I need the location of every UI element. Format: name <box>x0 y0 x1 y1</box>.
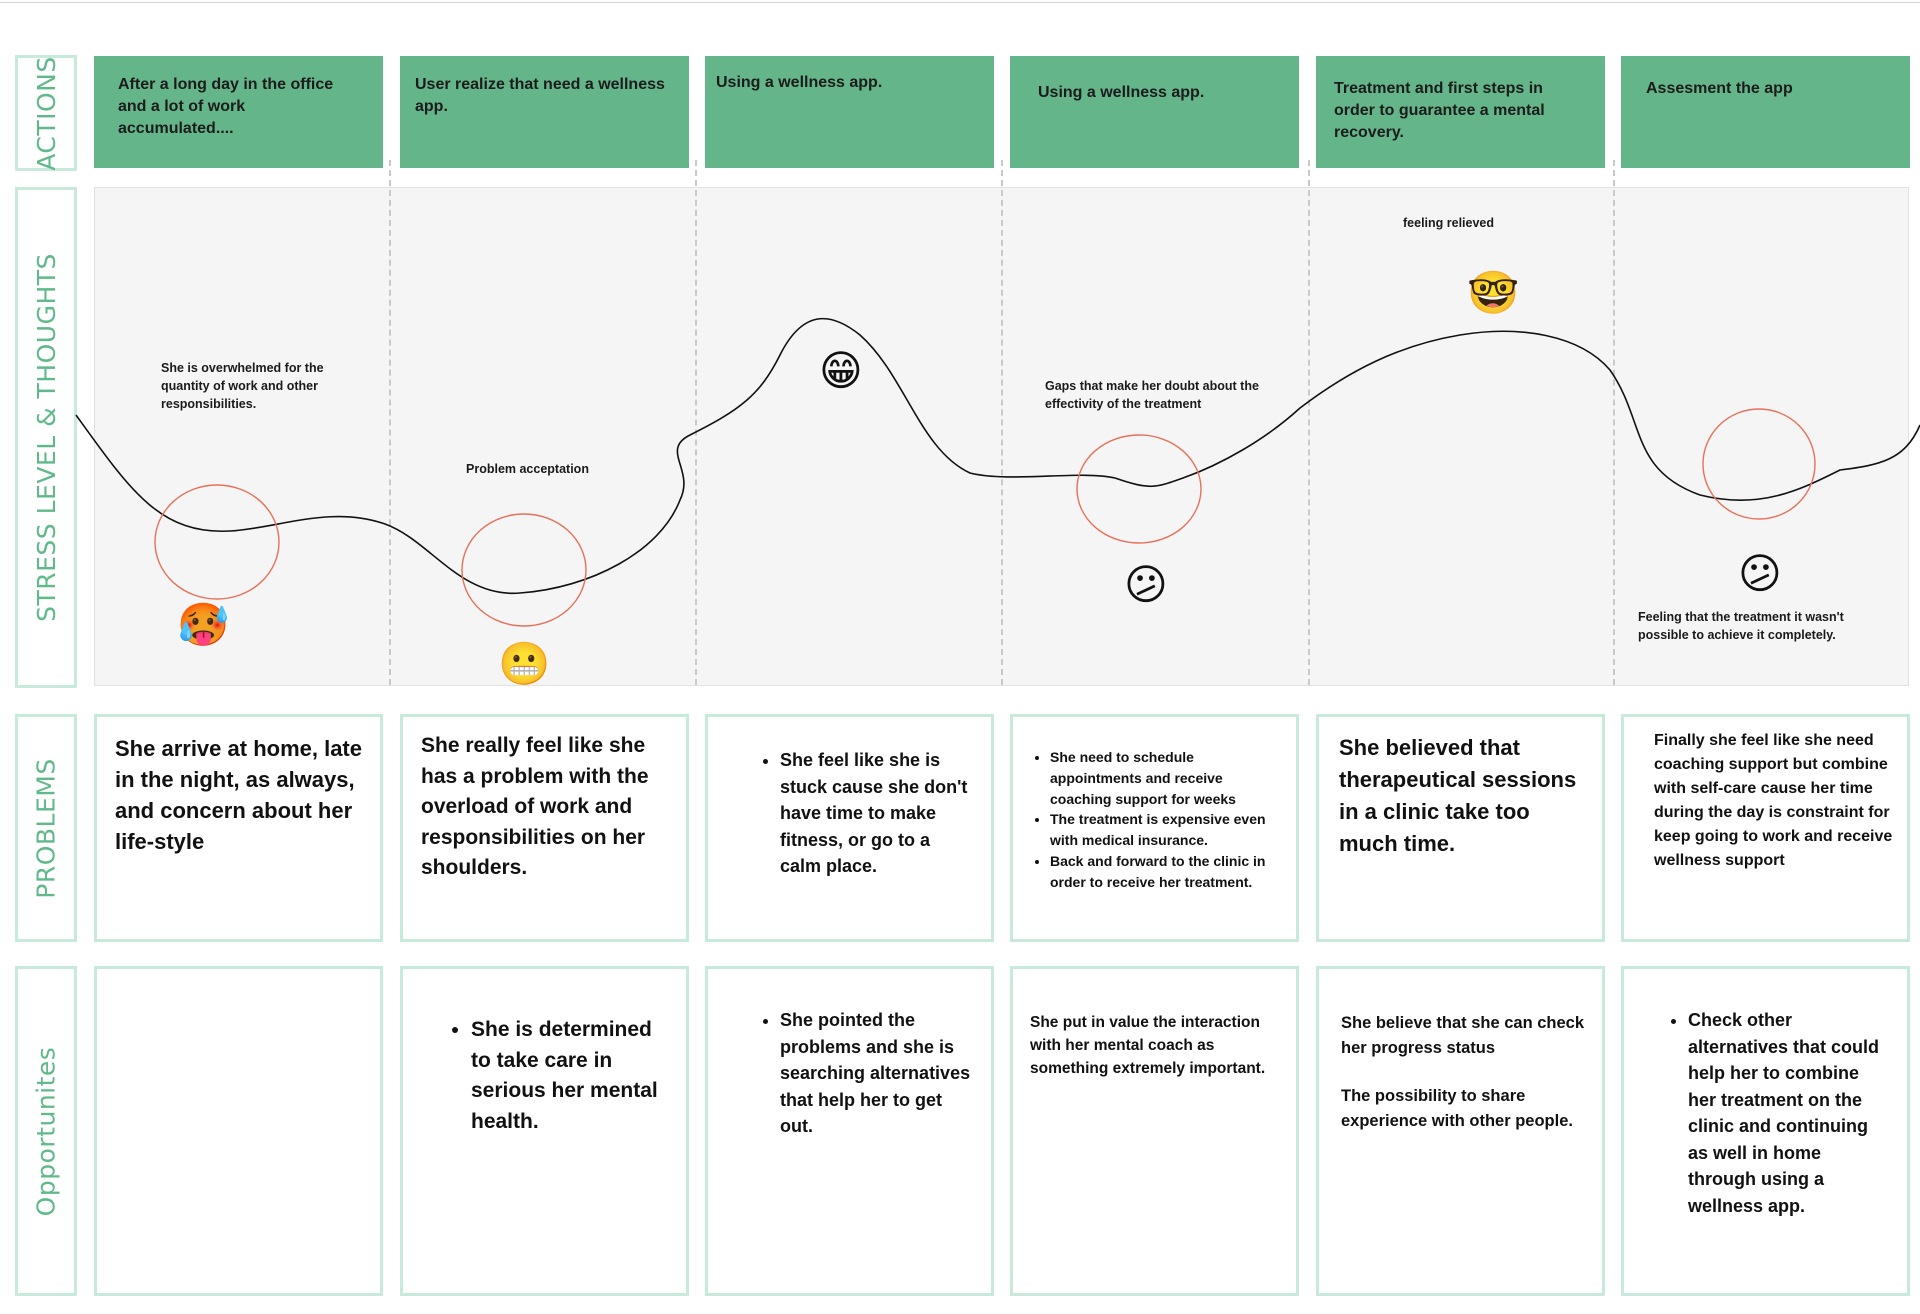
thought-4: feeling relieved <box>1403 216 1495 230</box>
action-card-2: User realize that need a wellness app. <box>400 56 689 168</box>
thought-2: Problem acceptation <box>466 462 589 476</box>
action-card-3: Using a wellness app. <box>705 56 994 168</box>
thought-1: She is overwhelmed for the quantity of w… <box>161 361 324 411</box>
problem-item: She need to schedule appointments and re… <box>1050 747 1286 809</box>
problem-text-1: She arrive at home, late in the night, a… <box>115 736 362 854</box>
nerd-face-icon: 🤓 <box>1467 268 1520 317</box>
opportunity-list-6: Check other alternatives that could help… <box>1664 1007 1887 1219</box>
opportunity-text-5b: The possibility to share experience with… <box>1341 1087 1573 1130</box>
opportunity-text-4: She put in value the interaction with he… <box>1030 1014 1266 1077</box>
stage-divider-2 <box>695 160 697 685</box>
row-label-problems-text: PROBLEMS <box>31 757 61 899</box>
stage-divider-5 <box>1613 160 1615 685</box>
opportunity-card-1 <box>94 966 383 1296</box>
problem-card-3: She feel like she is stuck cause she don… <box>705 714 994 942</box>
opportunity-card-5: She believe that she can check her progr… <box>1316 966 1605 1296</box>
problem-card-5: She believed that therapeutical sessions… <box>1316 714 1605 942</box>
action-card-1: After a long day in the office and a lot… <box>94 56 383 168</box>
action-card-5: Treatment and first steps in order to gu… <box>1316 56 1605 168</box>
stage-divider-3 <box>1001 160 1003 685</box>
problem-text-6: Finally she feel like she need coaching … <box>1654 732 1893 869</box>
row-label-actions-text: ACTIONS <box>31 55 61 171</box>
opportunity-item: She is determined to take care in seriou… <box>471 1015 666 1137</box>
problem-card-6: Finally she feel like she need coaching … <box>1621 714 1910 942</box>
problem-list-4: She need to schedule appointments and re… <box>1035 747 1286 893</box>
problem-card-1: She arrive at home, late in the night, a… <box>94 714 383 942</box>
grinning-face-icon: 😁 <box>819 346 863 395</box>
top-rule <box>0 2 1920 3</box>
opportunity-list-2: She is determined to take care in seriou… <box>447 1015 666 1137</box>
row-label-problems: PROBLEMS <box>15 714 77 942</box>
stage-divider-1 <box>389 160 391 685</box>
row-label-stress: STRESS LEVEL & THOUGHTS <box>15 187 77 688</box>
confused-face-icon: 😕 <box>1124 560 1168 609</box>
opportunity-item: She pointed the problems and she is sear… <box>780 1007 971 1140</box>
confused-face-icon: 😕 <box>1738 549 1782 598</box>
row-label-stress-text: STRESS LEVEL & THOUGHTS <box>31 253 61 622</box>
action-card-6: Assesment the app <box>1621 56 1910 168</box>
problem-card-4: She need to schedule appointments and re… <box>1010 714 1299 942</box>
problem-card-2: She really feel like she has a problem w… <box>400 714 689 942</box>
grimacing-face-icon: 😬 <box>498 639 551 688</box>
problem-text-2: She really feel like she has a problem w… <box>421 734 649 879</box>
problem-text-5: She believed that therapeutical sessions… <box>1339 735 1577 856</box>
action-card-4: Using a wellness app. <box>1010 56 1299 168</box>
problem-item: She feel like she is stuck cause she don… <box>780 747 971 880</box>
row-label-actions: ACTIONS <box>15 55 77 171</box>
opportunity-card-4: She put in value the interaction with he… <box>1010 966 1299 1296</box>
opportunity-text-5a: She believe that she can check her progr… <box>1341 1014 1585 1057</box>
thought-3: Gaps that make her doubt about the effec… <box>1045 379 1259 411</box>
row-label-opportunities-text: Opportunites <box>31 1046 61 1216</box>
opportunity-card-2: She is determined to take care in seriou… <box>400 966 689 1296</box>
opportunity-card-3: She pointed the problems and she is sear… <box>705 966 994 1296</box>
hot-face-icon: 🥵 <box>177 600 230 649</box>
opportunity-list-3: She pointed the problems and she is sear… <box>756 1007 971 1140</box>
stage-divider-4 <box>1308 160 1310 685</box>
row-label-opportunities: Opportunites <box>15 966 77 1296</box>
problem-list-3: She feel like she is stuck cause she don… <box>756 747 971 880</box>
opportunity-card-6: Check other alternatives that could help… <box>1621 966 1910 1296</box>
thought-5: Feeling that the treatment it wasn't pos… <box>1638 610 1844 642</box>
opportunity-item: Check other alternatives that could help… <box>1688 1007 1887 1219</box>
problem-item: Back and forward to the clinic in order … <box>1050 851 1286 893</box>
problem-item: The treatment is expensive even with med… <box>1050 809 1286 851</box>
